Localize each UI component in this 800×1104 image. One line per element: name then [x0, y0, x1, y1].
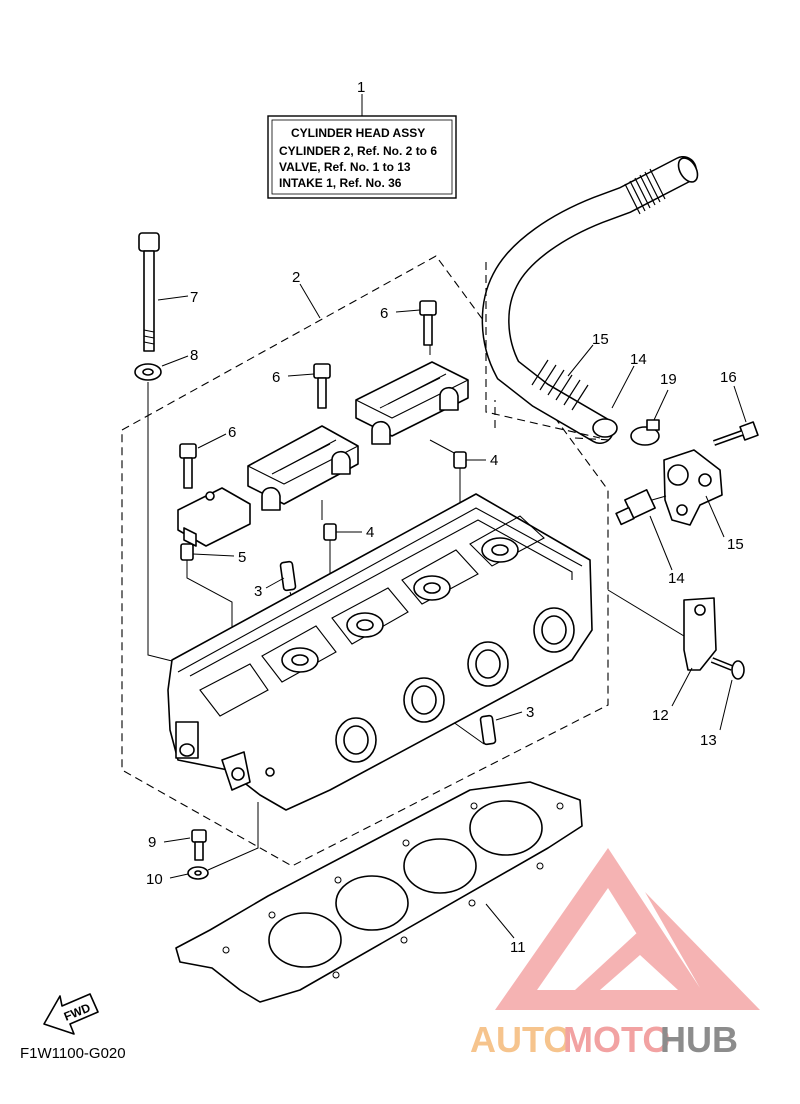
callout-12: 12	[652, 707, 669, 724]
callout-5: 5	[238, 549, 246, 566]
callout-19: 19	[660, 371, 677, 388]
callout-1: 1	[357, 79, 365, 96]
long-bolt-7	[138, 232, 160, 352]
callout-15: 15	[727, 536, 744, 553]
bracket	[683, 597, 717, 671]
callout-17: 14	[630, 351, 647, 368]
callout-14: 14	[668, 570, 685, 587]
valve-guide-3a	[279, 560, 297, 592]
temp-sensor	[615, 489, 667, 526]
callout-6c: 6	[228, 424, 236, 441]
cam-cap-left	[177, 487, 251, 547]
callout-6a: 6	[380, 305, 388, 322]
callout-4a: 4	[490, 452, 498, 469]
cam-cap-middle	[247, 425, 359, 511]
cam-cap-right	[355, 361, 469, 445]
callout-10: 10	[146, 871, 163, 888]
assembly-box	[267, 115, 457, 199]
callout-6b: 6	[272, 369, 280, 386]
watermark-moto: MOTO	[563, 1019, 670, 1060]
figure-code: F1W1100-G020	[20, 1045, 126, 1062]
head-gasket	[175, 781, 583, 1003]
callout-11: 11	[510, 939, 526, 956]
dowel-pin-4b	[323, 523, 337, 541]
intake-hose	[481, 156, 699, 444]
callout-13: 13	[700, 732, 717, 749]
fwd-arrow-icon	[43, 993, 99, 1035]
thermostat-housing	[663, 449, 723, 526]
hose-clamp	[630, 419, 660, 446]
bolt-16	[712, 421, 759, 446]
cap-bolt-6c	[179, 443, 197, 489]
cap-bolt-6a	[419, 300, 437, 346]
callout-4b: 4	[366, 524, 374, 541]
assembly-line-1: CYLINDER 2, Ref. No. 2 to 6	[279, 144, 437, 158]
dowel-pin-4a	[453, 451, 467, 469]
callout-16: 16	[720, 369, 737, 386]
bolt-13	[710, 657, 745, 680]
watermark-hub: HUB	[660, 1019, 738, 1060]
callout-3a: 3	[254, 583, 262, 600]
assembly-line-3: INTAKE 1, Ref. No. 36	[279, 176, 402, 190]
callout-8: 8	[190, 347, 198, 364]
callout-2: 2	[292, 269, 300, 286]
callout-9: 9	[148, 834, 156, 851]
valve-guide-3b	[479, 714, 497, 746]
assembly-line-2: VALVE, Ref. No. 1 to 13	[279, 160, 411, 174]
cap-bolt-6b	[313, 363, 331, 409]
callout-3b: 3	[526, 704, 534, 721]
cylinder-head	[167, 493, 593, 811]
assembly-title: CYLINDER HEAD ASSY	[291, 126, 425, 140]
callout-18: 15	[592, 331, 609, 348]
bolt-9	[191, 829, 207, 861]
watermark-auto: AUTO	[470, 1019, 571, 1060]
dowel-pin-5	[180, 543, 194, 561]
watermark-logo	[495, 848, 760, 1010]
callout-7: 7	[190, 289, 198, 306]
cylinder-head-outline	[121, 255, 609, 867]
